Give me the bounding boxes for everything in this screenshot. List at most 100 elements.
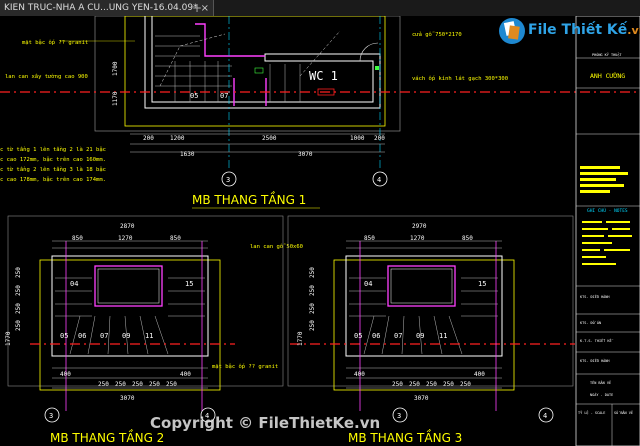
- axis-bubble-label: 3: [49, 412, 53, 420]
- axis-bubble-label: 4: [205, 412, 209, 420]
- note-text: mặt bậc ốp ?? granit: [22, 39, 88, 46]
- dim-label: 850: [72, 235, 83, 242]
- room-label-wc1: WC 1: [309, 69, 338, 83]
- dim-label: 3070: [414, 395, 429, 402]
- logo-brand-main: File Thiết Kế: [528, 22, 628, 38]
- file-thiet-ke-logo: File Thiết Kế.vn: [498, 14, 640, 48]
- dim-label: 250: [15, 285, 22, 296]
- step-label: 05: [60, 332, 68, 340]
- dim-label: 200: [374, 135, 385, 142]
- logo-brand-suffix: .vn: [627, 24, 640, 37]
- titleblock-label: PHÒNG KỸ THUẬT: [592, 52, 622, 57]
- dim-label: 200: [143, 135, 154, 142]
- dim-label: 400: [60, 371, 71, 378]
- drawing-canvas[interactable]: WC 1 05 07 200 1200 2500 1000 200 1630 3…: [0, 16, 640, 446]
- dim-label: 250: [98, 381, 109, 388]
- dim-label: 400: [354, 371, 365, 378]
- dim-label: 250: [15, 267, 22, 278]
- note-text: cửa gỗ 750*2170: [412, 31, 462, 38]
- dim-label: 850: [462, 235, 473, 242]
- dim-label: 1270: [118, 235, 133, 242]
- step-label: 05: [190, 92, 198, 100]
- dim-label: 1770: [297, 331, 304, 346]
- note-text: c từ tầng 1 lên tầng 2 là 21 bậc: [0, 146, 106, 153]
- dim-label: 3070: [298, 151, 313, 158]
- logo-text: File Thiết Kế.vn: [528, 22, 640, 38]
- dim-label: 1630: [180, 151, 195, 158]
- axis-bubble-label: 3: [397, 412, 401, 420]
- step-label: 07: [394, 332, 402, 340]
- canvas-background: [0, 16, 640, 446]
- dim-label: 250: [409, 381, 420, 388]
- titleblock-label: KTS. ĐIỀU HÀNH: [580, 358, 610, 363]
- company-name: ANH CƯỜNG: [590, 71, 625, 80]
- dim-label: 250: [392, 381, 403, 388]
- dim-label: 250: [426, 381, 437, 388]
- dim-label: 250: [132, 381, 143, 388]
- dim-label: 250: [149, 381, 160, 388]
- plan-3: 2970 850 1270 850 250 250 250 250 1770 0…: [287, 215, 575, 445]
- dim-label: 250: [309, 303, 316, 314]
- step-label: 11: [439, 332, 447, 340]
- document-tab-bar: KIEN TRUC-NHA A CU...UNG YEN-16.04.09* ×…: [0, 0, 640, 17]
- note-text: lan can xây tường cao 900: [5, 73, 88, 80]
- note-text: c cao 178mm, bậc trên cao 174mm.: [0, 176, 106, 183]
- dim-label: 250: [115, 381, 126, 388]
- dim-label: 250: [166, 381, 177, 388]
- titleblock-label: KTS. ĐỒ ÁN: [580, 320, 601, 325]
- copyright-watermark: Copyright © FileThietKe.vn: [150, 414, 381, 432]
- logo-icon: [499, 18, 525, 44]
- axis-bubble-label: 3: [226, 176, 230, 184]
- dim-label: 1170: [112, 91, 119, 106]
- titleblock-label: TÊN BẢN VẼ: [590, 380, 611, 385]
- step-label: 07: [100, 332, 108, 340]
- new-tab-button[interactable]: +: [191, 1, 203, 15]
- dim-label: 1770: [5, 331, 12, 346]
- document-tab-title[interactable]: KIEN TRUC-NHA A CU...UNG YEN-16.04.09*: [4, 3, 198, 13]
- document-tab[interactable]: KIEN TRUC-NHA A CU...UNG YEN-16.04.09* ×: [0, 0, 214, 16]
- titleblock-label: K.T.S. THIẾT KẾ: [580, 338, 614, 343]
- step-label: 15: [478, 280, 486, 288]
- dim-label: 2970: [412, 223, 427, 230]
- note-text: lan can gỗ 50x60: [250, 243, 303, 250]
- plan-1: WC 1 05 07 200 1200 2500 1000 200 1630 3…: [0, 16, 640, 209]
- step-label: 06: [372, 332, 380, 340]
- dim-label: 250: [15, 303, 22, 314]
- dim-label: 1000: [350, 135, 365, 142]
- step-label: 04: [70, 280, 78, 288]
- step-label: 11: [145, 332, 153, 340]
- dim-label: 250: [460, 381, 471, 388]
- step-label: 15: [185, 280, 193, 288]
- dim-label: 2500: [262, 135, 277, 142]
- dim-label: 3070: [120, 395, 135, 402]
- dim-label: 2870: [120, 223, 135, 230]
- plan-1-frame: [94, 16, 401, 132]
- step-label: 05: [354, 332, 362, 340]
- titleblock-label: KTS. ĐIỀU HÀNH: [580, 294, 610, 299]
- dim-label: 250: [443, 381, 454, 388]
- step-label: 06: [78, 332, 86, 340]
- plan-2: 2870 850 1270 850 250 250 250 250 1770 0…: [5, 215, 303, 445]
- note-text: c cao 172mm, bậc trên cao 160mm.: [0, 156, 106, 163]
- dim-label: 1200: [170, 135, 185, 142]
- note-text: mặt bậc ốp ?? granit: [212, 363, 278, 370]
- dim-label: 250: [309, 285, 316, 296]
- plan-3-title: MB THANG TẦNG 3: [348, 429, 462, 445]
- note-text: vách ốp kính lát gạch 300*300: [412, 75, 508, 82]
- close-icon[interactable]: ×: [200, 2, 209, 14]
- step-label: 09: [416, 332, 424, 340]
- dim-label: 850: [364, 235, 375, 242]
- plan-1-title: MB THANG TẦNG 1: [192, 191, 306, 207]
- dim-label: 250: [15, 320, 22, 331]
- dim-label: 400: [474, 371, 485, 378]
- plan-2-title: MB THANG TẦNG 2: [50, 429, 164, 445]
- titleblock-label: GHI CHÚ - NOTES: [587, 207, 628, 214]
- dim-label: 400: [180, 371, 191, 378]
- title-block: ANH CƯỜNG PHÒNG KỸ THUẬT GHI CHÚ - NOTES…: [575, 16, 640, 446]
- step-label: 07: [220, 92, 228, 100]
- step-label: 09: [122, 332, 130, 340]
- axis-bubble-label: 4: [543, 412, 547, 420]
- axis-bubble-label: 4: [377, 176, 381, 184]
- note-text: c từ tầng 2 lên tầng 3 là 18 bậc: [0, 166, 106, 173]
- dim-label: 1270: [410, 235, 425, 242]
